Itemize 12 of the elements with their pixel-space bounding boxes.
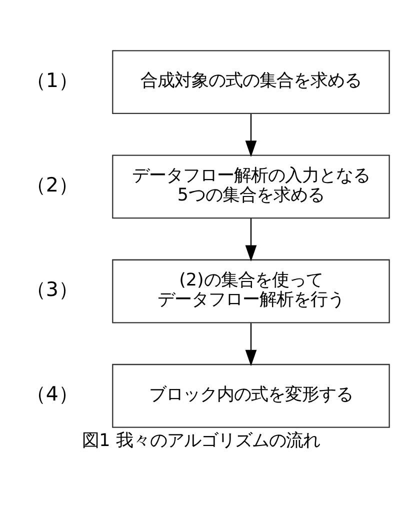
caption: 図1 我々のアルゴリズムの流れ [82, 430, 320, 450]
node-box: データフロー解析の入力となる5つの集合を求める [112, 154, 390, 218]
arrow [245, 322, 257, 366]
node-label: （2） [26, 172, 78, 196]
arrow [245, 218, 257, 262]
node-box: ブロック内の式を変形する [112, 363, 390, 428]
node-box: (2)の集合を使ってデータフロー解析を行う [112, 258, 390, 323]
arrow [245, 113, 257, 156]
node-box: 合成対象の式の集合を求める [112, 50, 390, 114]
node-label: （1） [26, 68, 78, 92]
node-label: （4） [26, 382, 78, 406]
node-label: （3） [26, 278, 78, 301]
